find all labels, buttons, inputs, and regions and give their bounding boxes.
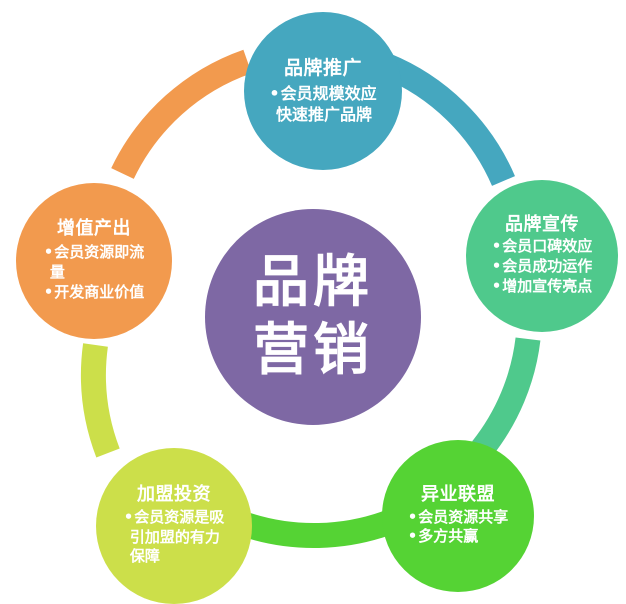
- bullet-indent-spacer: [124, 547, 129, 567]
- bullet-line: 会员资源是吸: [134, 507, 225, 526]
- bullet-item-continuation: 量: [44, 263, 65, 283]
- node-title-value-added-output: 增值产出: [57, 218, 131, 240]
- bullet-line: 量: [49, 263, 65, 281]
- bullet-item-continuation: 引加盟的有力: [124, 528, 220, 548]
- bullet-dot-icon: •: [123, 507, 134, 526]
- bullet-dot-icon: •: [43, 243, 54, 262]
- bullet-item-continuation: 快速推广品牌: [269, 104, 372, 125]
- bullet-dot-icon: •: [407, 527, 418, 546]
- center-label-line-2: 营销: [253, 318, 373, 383]
- bullet-item: • 会员规模效应: [269, 83, 376, 104]
- bullet-dot-icon: •: [491, 276, 502, 295]
- node-cross-industry-alliance[interactable]: 异业联盟 • 会员资源共享 • 多方共赢: [382, 440, 534, 592]
- center-label-line-1: 品牌: [253, 249, 373, 315]
- node-bullets-value-added-output: • 会员资源即流 量 • 开发商业价值: [44, 243, 145, 302]
- arc-right-to-bottom-right: [472, 337, 541, 457]
- node-bullets-cross-industry-alliance: • 会员资源共享 • 多方共赢: [408, 508, 509, 548]
- bullet-line: 快速推广品牌: [275, 105, 372, 125]
- bullet-line: 开发商业价值: [54, 282, 145, 301]
- node-title-franchise-investment: 加盟投资: [137, 483, 211, 505]
- bullet-dot-icon: •: [269, 84, 280, 104]
- bullet-line: 会员成功运作: [502, 257, 593, 275]
- bullet-indent-spacer: [124, 528, 129, 548]
- bullet-line: 会员规模效应: [280, 84, 377, 104]
- bullet-line: 会员资源即流: [54, 243, 145, 262]
- bullet-item: • 增加宣传亮点: [492, 277, 593, 297]
- node-bullets-brand-promotion: • 会员规模效应 快速推广品牌: [269, 83, 376, 125]
- bullet-dot-icon: •: [491, 237, 502, 256]
- bullet-indent-spacer: [44, 263, 49, 283]
- bullet-item: • 多方共赢: [408, 527, 479, 547]
- arc-top-to-right: [380, 53, 515, 187]
- bullet-line: 会员口碑效应: [502, 237, 593, 256]
- bullet-item: • 开发商业价值: [44, 283, 145, 303]
- bullet-line: 增加宣传亮点: [502, 276, 593, 295]
- bullet-item: • 会员资源共享: [408, 508, 509, 528]
- bullet-item: • 会员资源即流: [44, 243, 145, 263]
- node-bullets-brand-publicity: • 会员口碑效应 • 会员成功运作 • 增加宣传亮点: [492, 237, 593, 296]
- bullet-item: • 会员口碑效应: [492, 237, 593, 257]
- arc-left-to-top: [111, 49, 252, 180]
- node-brand-promotion[interactable]: 品牌推广 • 会员规模效应 快速推广品牌: [244, 12, 402, 170]
- node-brand-publicity[interactable]: 品牌宣传 • 会员口碑效应 • 会员成功运作 • 增加宣传亮点: [466, 180, 618, 332]
- bullet-line: 多方共赢: [418, 527, 479, 546]
- bullet-item: • 会员资源是吸: [124, 508, 225, 528]
- bullet-dot-icon: •: [407, 507, 418, 526]
- bullet-dot-icon: •: [491, 257, 502, 275]
- bullet-item-continuation: 保障: [124, 547, 160, 567]
- bullet-dot-icon: •: [43, 282, 54, 301]
- bullet-line: 保障: [129, 547, 160, 566]
- arc-bottom-right-to-bottom-left: [236, 507, 401, 549]
- node-franchise-investment[interactable]: 加盟投资 • 会员资源是吸 引加盟的有力 保障: [96, 448, 252, 604]
- bullet-line: 会员资源共享: [418, 507, 509, 526]
- bullet-indent-spacer: [269, 104, 275, 125]
- node-value-added-output[interactable]: 增值产出 • 会员资源即流 量 • 开发商业价值: [16, 183, 172, 339]
- node-title-brand-publicity: 品牌宣传: [505, 214, 579, 236]
- center-hub: 品牌 营销: [205, 209, 421, 425]
- arc-bottom-left-to-left: [81, 343, 120, 458]
- bullet-item: • 会员成功运作: [492, 257, 593, 277]
- bullet-line: 引加盟的有力: [129, 527, 220, 546]
- node-title-brand-promotion: 品牌推广: [283, 57, 362, 80]
- node-bullets-franchise-investment: • 会员资源是吸 引加盟的有力 保障: [124, 508, 225, 567]
- node-title-cross-industry-alliance: 异业联盟: [421, 483, 495, 505]
